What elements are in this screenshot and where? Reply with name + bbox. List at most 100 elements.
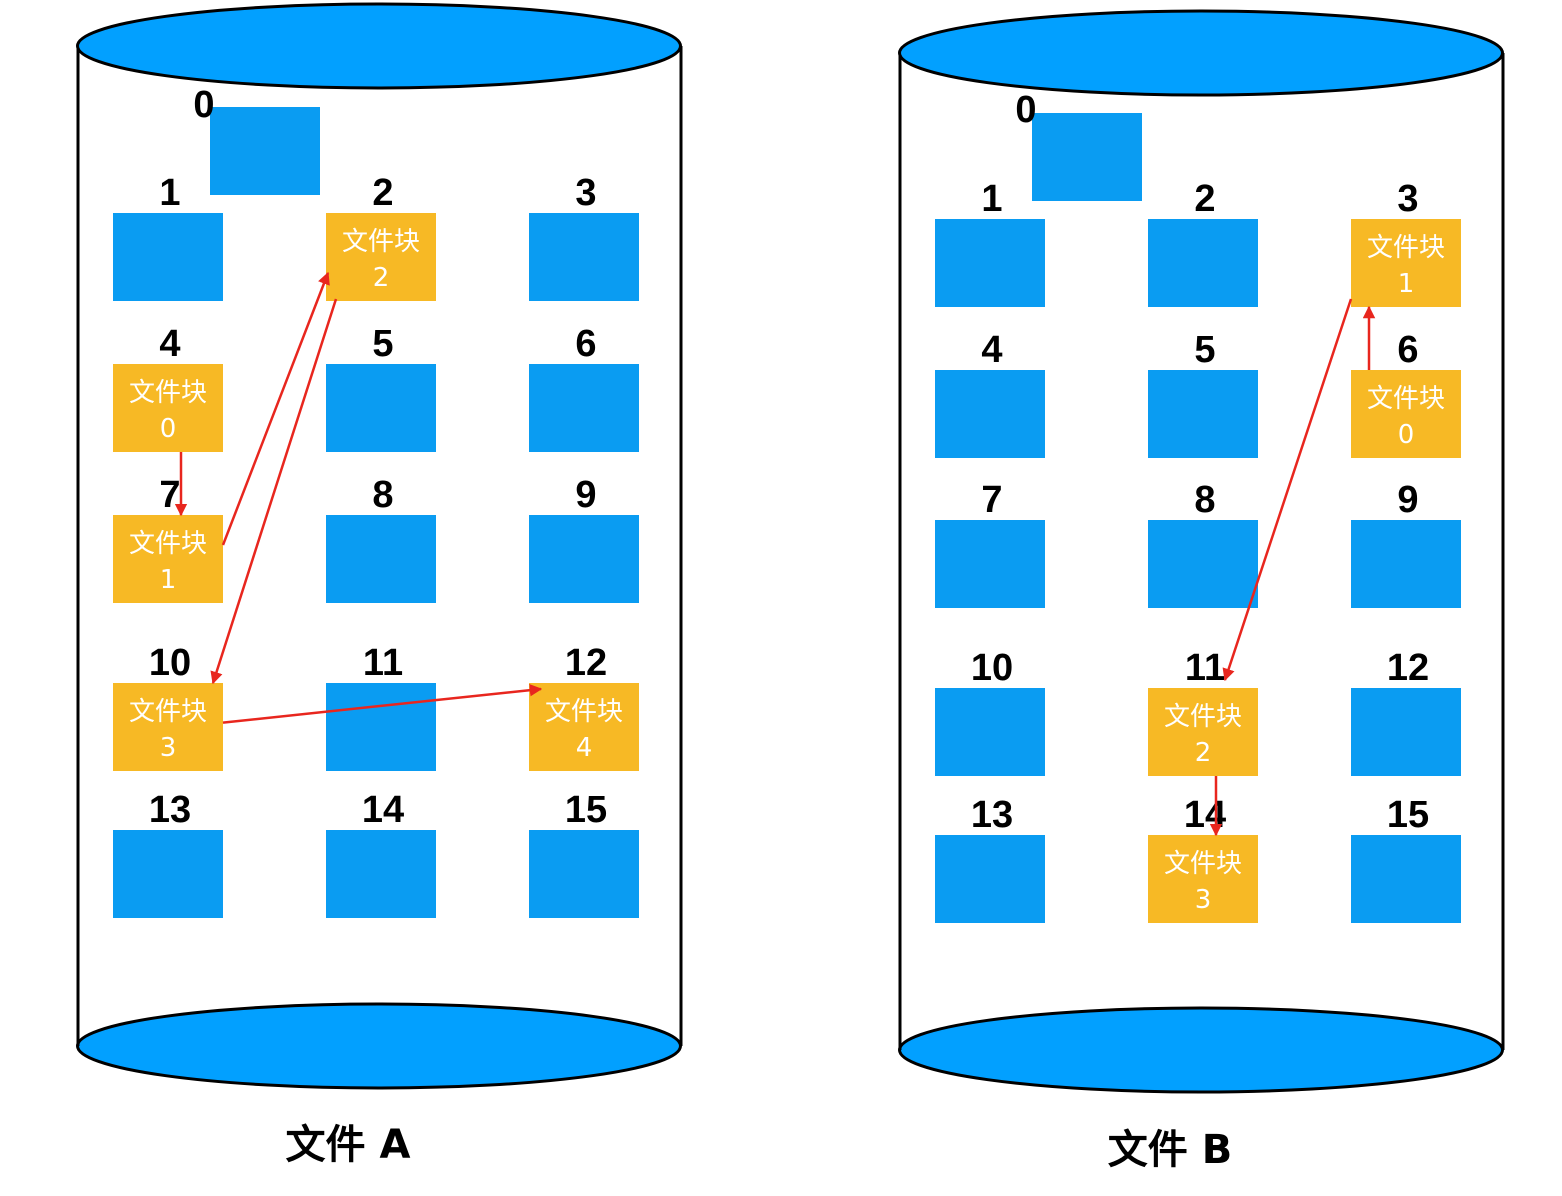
used-block — [1148, 835, 1258, 923]
block-number-label: 3 — [575, 172, 596, 214]
file-block-label: 文件块 — [1367, 233, 1445, 263]
free-block — [113, 830, 223, 918]
disk-block: 8 — [326, 474, 436, 603]
free-block — [935, 835, 1045, 923]
free-block — [529, 213, 639, 301]
disk-top-ellipse — [76, 2, 682, 90]
block-number-label: 7 — [159, 474, 180, 516]
block-number-label: 11 — [1185, 647, 1225, 689]
file-block-index: 4 — [576, 733, 593, 763]
free-block — [935, 219, 1045, 307]
used-block — [113, 683, 223, 771]
block-number-label: 10 — [149, 642, 191, 684]
disk-block: 11 — [326, 642, 436, 771]
disk-block: 9 — [1351, 479, 1461, 608]
block-number-label: 13 — [149, 789, 191, 831]
block-number-label: 5 — [372, 323, 393, 365]
disk-block: 13 — [935, 794, 1045, 923]
used-block — [326, 213, 436, 301]
block-number-label: 2 — [1194, 178, 1215, 220]
disk-block: 12 — [1351, 647, 1461, 776]
disk-block: 7 — [935, 479, 1045, 608]
disk-bottom-ellipse — [898, 1006, 1504, 1094]
used-block — [113, 515, 223, 603]
file-block-index: 1 — [160, 565, 177, 595]
block-number-label: 8 — [372, 474, 393, 516]
free-block — [529, 364, 639, 452]
disk-block: 2 文件块 2 — [326, 172, 436, 301]
disk-block: 0 — [1015, 89, 1142, 201]
block-number-label: 14 — [1184, 794, 1226, 836]
block-number-label: 15 — [565, 789, 607, 831]
block-link-arrow — [1222, 298, 1353, 682]
file-block-index: 3 — [160, 733, 177, 763]
disk-block: 6 文件块 0 — [1351, 329, 1461, 458]
block-number-label: 14 — [362, 789, 404, 831]
block-number-label: 11 — [363, 642, 403, 684]
free-block — [1148, 370, 1258, 458]
free-block — [1351, 520, 1461, 608]
free-block — [935, 520, 1045, 608]
file-block-label: 文件块 — [1367, 384, 1445, 414]
disk-block: 14 — [326, 789, 436, 918]
file-block-index: 1 — [1398, 269, 1415, 299]
free-block — [1351, 688, 1461, 776]
block-number-label: 9 — [1397, 479, 1418, 521]
block-link-arrow — [210, 298, 338, 685]
file-block-index: 2 — [373, 263, 390, 293]
free-block — [1148, 219, 1258, 307]
block-number-label: 7 — [981, 479, 1002, 521]
disk-block: 9 — [529, 474, 639, 603]
free-block — [1351, 835, 1461, 923]
file-block-label: 文件块 — [342, 227, 420, 257]
free-block — [210, 107, 320, 195]
disk-block: 11 文件块 2 — [1148, 647, 1258, 776]
disk-block: 5 — [326, 323, 436, 452]
disk-caption: 文件 A — [286, 1122, 411, 1168]
block-number-label: 12 — [1387, 647, 1429, 689]
disk-block: 15 — [529, 789, 639, 918]
disk-bottom-ellipse — [76, 1002, 682, 1090]
block-link-arrow — [221, 271, 330, 546]
disk-block: 3 — [529, 172, 639, 301]
disk-top-ellipse — [898, 9, 1504, 97]
disk-block: 1 — [935, 178, 1045, 307]
block-number-label: 4 — [159, 323, 180, 365]
block-number-label: 3 — [1397, 178, 1418, 220]
block-number-label: 4 — [981, 329, 1002, 371]
file-block-index: 2 — [1195, 738, 1212, 768]
disk-block: 5 — [1148, 329, 1258, 458]
free-block — [529, 830, 639, 918]
block-number-label: 1 — [981, 178, 1002, 220]
disk-block: 0 — [193, 84, 320, 195]
used-block — [529, 683, 639, 771]
block-number-label: 0 — [1015, 89, 1036, 131]
file-block-label: 文件块 — [1164, 849, 1242, 879]
block-number-label: 10 — [971, 647, 1013, 689]
used-block — [113, 364, 223, 452]
block-number-label: 15 — [1387, 794, 1429, 836]
block-number-label: 2 — [372, 172, 393, 214]
block-number-label: 1 — [159, 172, 180, 214]
file-block-label: 文件块 — [129, 697, 207, 727]
block-number-label: 6 — [1397, 329, 1418, 371]
file-block-index: 0 — [160, 414, 177, 444]
disk-block: 1 — [113, 172, 223, 301]
file-block-index: 0 — [1398, 420, 1415, 450]
file-block-label: 文件块 — [1164, 702, 1242, 732]
free-block — [326, 683, 436, 771]
used-block — [1148, 688, 1258, 776]
disk-caption: 文件 B — [1108, 1127, 1232, 1173]
free-block — [326, 830, 436, 918]
block-link-arrow — [222, 683, 543, 724]
used-block — [1351, 219, 1461, 307]
file-block-label: 文件块 — [545, 697, 623, 727]
free-block — [935, 370, 1045, 458]
